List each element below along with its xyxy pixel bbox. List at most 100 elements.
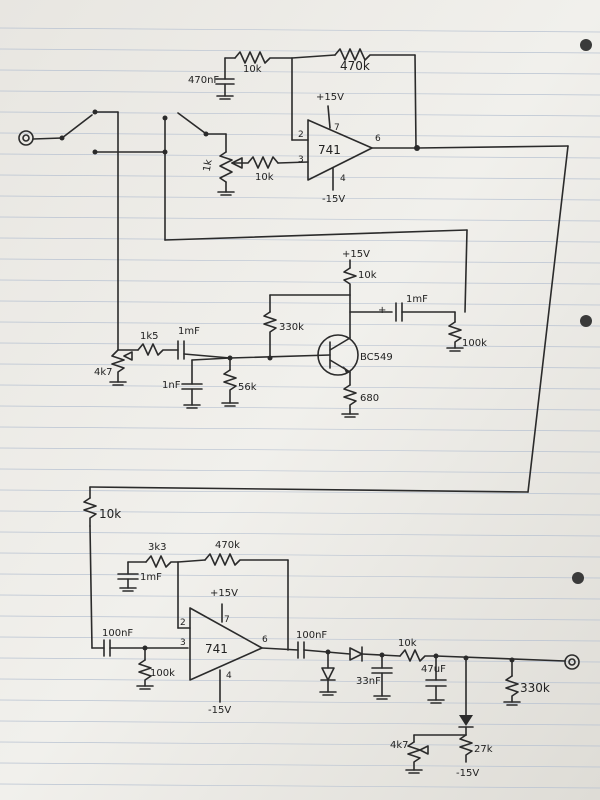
ts-transistor-label: BC549 xyxy=(360,352,393,363)
resistor-10k-link xyxy=(83,497,97,527)
ruled-line xyxy=(0,384,600,390)
ruled-line xyxy=(0,741,600,747)
ruled-lines xyxy=(0,27,600,789)
output-jack-icon xyxy=(564,654,580,670)
lower-opamp-label: 741 xyxy=(205,642,228,656)
ruled-line xyxy=(0,720,600,726)
resistor-330k xyxy=(263,311,277,359)
ts-cap-1mf-out: 1mF xyxy=(406,294,428,305)
ls-cap-33nf: 33nF xyxy=(356,676,381,687)
ts-vplus: +15V xyxy=(342,249,370,260)
upper-pin6: 6 xyxy=(375,134,381,144)
ls-vminus-bottom: -15V xyxy=(456,768,479,779)
ls-cap-100nf-in: 100nF xyxy=(102,628,133,639)
ruled-line xyxy=(0,153,600,159)
lower-vminus: -15V xyxy=(208,705,231,716)
ts-cap-1mf-in: 1mF xyxy=(178,326,200,337)
label-pot-1k: 1k xyxy=(202,158,215,172)
ruled-line xyxy=(0,552,600,558)
diode-to-ground-icon xyxy=(321,667,335,681)
ruled-line xyxy=(0,300,600,306)
resistor-56k xyxy=(223,369,237,404)
ruled-line xyxy=(0,69,600,75)
ruled-line xyxy=(0,216,600,222)
ls-r330k: 330k xyxy=(520,681,550,695)
ruled-line xyxy=(0,132,600,138)
transistor-stage: +15V 10k + 1mF 100k 330k BC549 680 xyxy=(94,249,487,418)
ruled-line xyxy=(0,468,600,474)
diode-down-icon xyxy=(459,715,473,726)
ls-r3k3: 3k3 xyxy=(148,542,167,553)
ruled-line xyxy=(0,90,600,96)
resistor-100k-lower xyxy=(138,659,152,687)
ls-r10k-out: 10k xyxy=(398,638,417,649)
lower-opamp-stage: 10k 100nF 100k 3k3 1mF 470k 741 2 xyxy=(83,486,580,779)
resistor-10k-in xyxy=(231,156,279,169)
ts-r680: 680 xyxy=(360,393,379,404)
ruled-line xyxy=(0,783,600,789)
switch-lever xyxy=(61,114,93,139)
ls-cap-47uf: 47uF xyxy=(421,664,446,675)
ts-pot-4k7: 4k7 xyxy=(94,367,113,378)
ruled-line xyxy=(0,174,600,180)
upper-opamp-label: 741 xyxy=(318,143,341,157)
ruled-line xyxy=(0,615,600,621)
upper-output-wire xyxy=(416,145,569,149)
pot-4k7 xyxy=(111,349,125,383)
resistor-1k5 xyxy=(137,343,179,356)
ruled-line xyxy=(0,279,600,285)
upper-pin4: 4 xyxy=(340,174,346,184)
ruled-line xyxy=(0,573,600,579)
ls-cap-100nf-out: 100nF xyxy=(296,630,327,641)
ts-r330k: 330k xyxy=(279,322,304,333)
resistor-27k xyxy=(459,734,473,763)
resistor-10k-top xyxy=(234,51,293,64)
upper-vminus: -15V xyxy=(322,194,345,205)
ls-r470k: 470k xyxy=(215,540,240,551)
pot-1k xyxy=(219,151,233,183)
ls-r100k: 100k xyxy=(150,668,175,679)
label-470nf: 470nF xyxy=(188,75,219,86)
upper-pin7: 7 xyxy=(334,123,340,133)
lower-pin4: 4 xyxy=(226,671,232,681)
ruled-line xyxy=(0,531,600,537)
lower-pin7: 7 xyxy=(224,615,230,625)
cap-plus-sign: + xyxy=(378,305,386,316)
label-10k-top: 10k xyxy=(243,64,262,75)
ts-r56k: 56k xyxy=(238,382,257,393)
ruled-line xyxy=(0,342,600,348)
ts-r10k: 10k xyxy=(358,270,377,281)
upper-opamp-741 xyxy=(307,119,373,181)
resistor-100k xyxy=(448,321,462,349)
upper-vplus: +15V xyxy=(316,92,344,103)
ruled-line xyxy=(0,447,600,453)
ls-r10k-link: 10k xyxy=(99,507,121,521)
resistor-470k-top xyxy=(334,48,416,61)
ruled-line xyxy=(0,426,600,432)
ts-r1k5: 1k5 xyxy=(140,331,159,342)
ruled-line xyxy=(0,594,600,600)
upper-opamp-stage: 470nF 10k 470k 741 2 3 7 6 4 +15V -15V 1… xyxy=(18,48,569,493)
ruled-line xyxy=(0,237,600,243)
lower-pin6: 6 xyxy=(262,635,268,645)
pot-4k7-arrow-icon xyxy=(123,351,133,361)
pot-wiper-arrow-icon xyxy=(231,157,243,169)
ruled-line xyxy=(0,762,600,768)
ruled-line xyxy=(0,699,600,705)
ruled-line xyxy=(0,510,600,516)
ruled-line xyxy=(0,363,600,369)
label-10k-in: 10k xyxy=(255,172,274,183)
upper-pin3: 3 xyxy=(298,155,304,165)
ruled-line xyxy=(0,195,600,201)
pot-4k7-lower-arrow-icon xyxy=(419,745,429,755)
ruled-line xyxy=(0,27,600,33)
ls-cap-1mf: 1mF xyxy=(140,572,162,583)
ruled-line xyxy=(0,321,600,327)
input-jack-icon xyxy=(18,130,34,146)
resistor-10k-out xyxy=(399,649,437,662)
resistor-470k-lower xyxy=(204,553,289,566)
binder-holes xyxy=(572,39,592,584)
